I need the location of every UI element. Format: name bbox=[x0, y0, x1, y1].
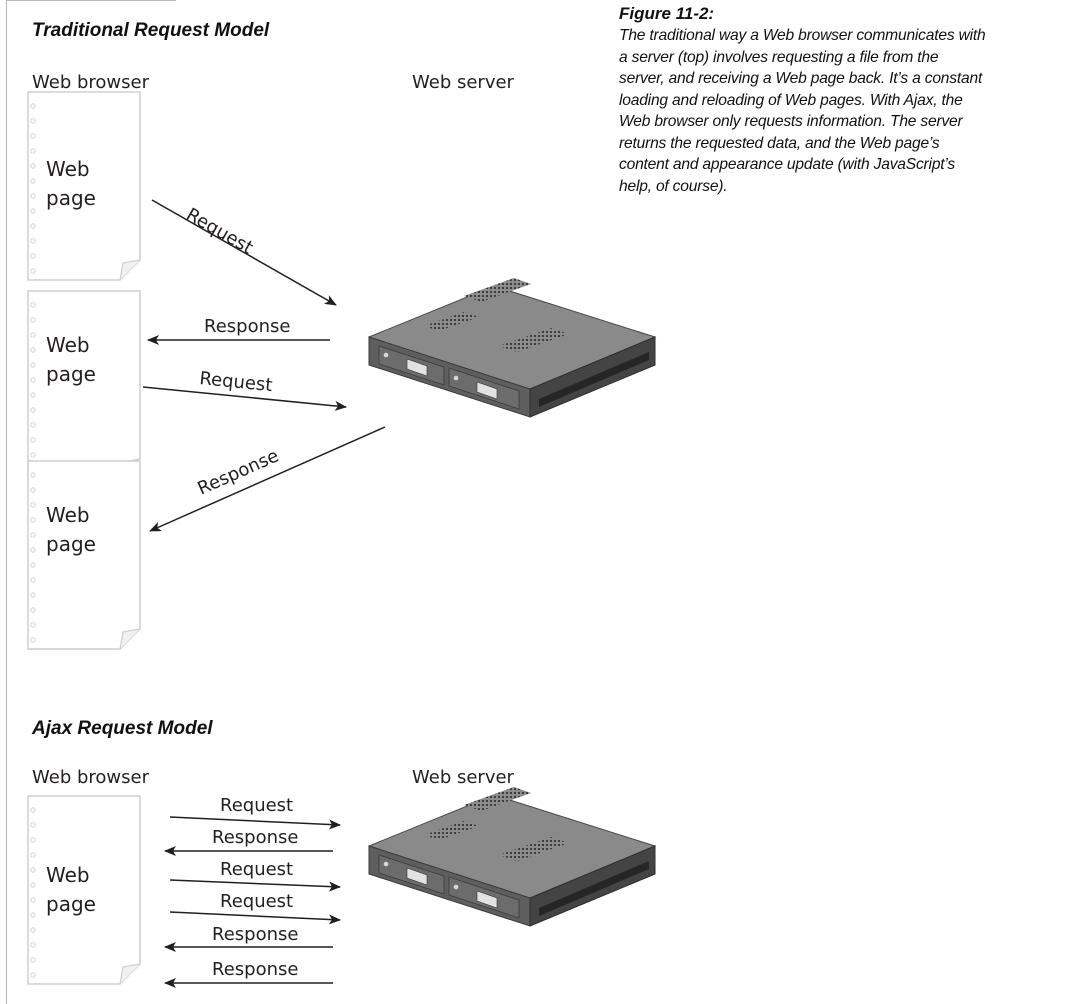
request-label: Request bbox=[199, 368, 274, 396]
request-label: Request bbox=[183, 204, 257, 258]
caption-line: The traditional way a Web browser commun… bbox=[619, 27, 986, 44]
figure-number: Figure 11-2: bbox=[619, 4, 715, 23]
page-label: page bbox=[46, 186, 96, 210]
ajax-browser-label: Web browser bbox=[32, 767, 149, 788]
frame-top-border bbox=[6, 0, 176, 1]
page-label: Web bbox=[46, 333, 90, 357]
request-label: Request bbox=[220, 891, 293, 912]
request-label: Request bbox=[220, 859, 293, 880]
figure-caption: Figure 11-2: The traditional way a Web b… bbox=[619, 3, 1084, 197]
rack-server-icon bbox=[368, 786, 656, 927]
request-arrow bbox=[142, 386, 347, 411]
page-label: Web bbox=[46, 157, 90, 181]
response-label: Response bbox=[204, 316, 290, 337]
traditional-browser-label: Web browser bbox=[32, 72, 149, 93]
request-arrow bbox=[151, 199, 337, 306]
caption-line: a server (top) involves requesting a fil… bbox=[619, 48, 939, 66]
traditional-server-label: Web server bbox=[412, 72, 514, 93]
page-label: page bbox=[46, 532, 96, 556]
caption-line: server, and receiving a Web page back. I… bbox=[619, 70, 983, 87]
page-label: Web bbox=[46, 503, 90, 527]
page-label: page bbox=[46, 362, 96, 386]
response-label: Response bbox=[212, 959, 298, 980]
figure-caption-text: The traditional way a Web browser commun… bbox=[619, 25, 1084, 197]
response-label: Response bbox=[212, 827, 298, 848]
ajax-server-label: Web server bbox=[412, 767, 514, 788]
caption-line: returns the requested data, and the Web … bbox=[619, 134, 940, 152]
response-label: Response bbox=[212, 924, 298, 945]
page-label: Web bbox=[46, 863, 90, 887]
caption-line: loading and reloading of Web pages. With… bbox=[619, 91, 963, 109]
caption-line: content and appearance update (with Java… bbox=[619, 156, 955, 173]
request-arrow bbox=[169, 879, 341, 892]
rack-server-icon bbox=[368, 277, 656, 418]
ajax-model-title: Ajax Request Model bbox=[32, 718, 213, 739]
traditional-model-title: Traditional Request Model bbox=[32, 20, 270, 41]
request-arrow bbox=[169, 816, 341, 830]
caption-line: help, of course). bbox=[619, 177, 728, 195]
page-label: page bbox=[46, 892, 96, 916]
caption-line: Web browser only requests information. T… bbox=[619, 113, 963, 130]
request-label: Request bbox=[220, 795, 293, 816]
frame-left-border bbox=[6, 0, 7, 1004]
request-arrow bbox=[169, 911, 341, 925]
response-arrow bbox=[149, 426, 386, 532]
document-page-icon bbox=[27, 795, 141, 985]
